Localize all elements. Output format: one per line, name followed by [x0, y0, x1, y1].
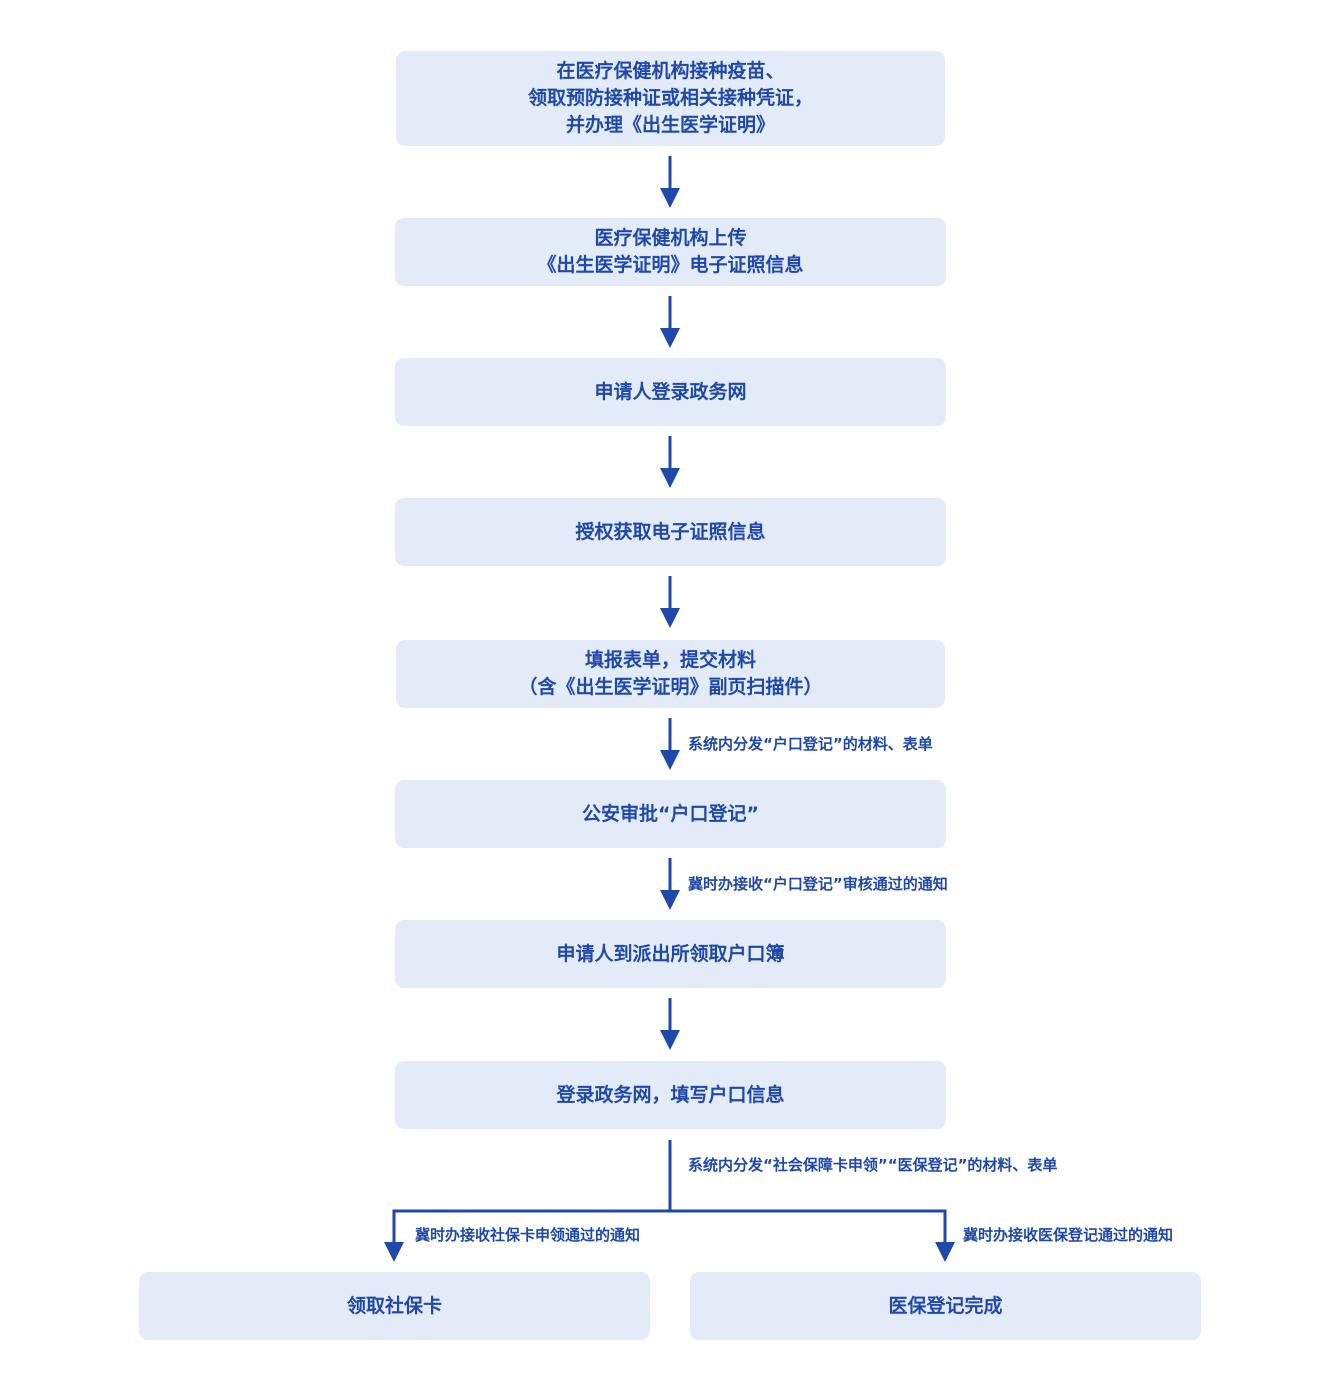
node-applicant-login-label: 申请人登录政务网 — [594, 380, 747, 403]
node-social-security-card-label: 领取社保卡 — [346, 1294, 442, 1317]
node-login-fill-hukou-label: 登录政务网，填写户口信息 — [556, 1083, 785, 1106]
branch-right-line — [670, 1209, 947, 1244]
edge-label-notify-medical: 冀时办接收医保登记通过的通知 — [963, 1226, 1174, 1244]
edge-label-dispatch-hukou: 系统内分发“户口登记”的材料、表单 — [688, 735, 933, 753]
node-upload-certificate-label: 医疗保健机构上传 《出生医学证明》电子证照信息 — [537, 227, 804, 276]
node-social-security-card: 领取社保卡 — [139, 1272, 650, 1340]
arrow-6-head — [660, 890, 680, 910]
node-fill-form: 填报表单，提交材料 （含《出生医学证明》副页扫描件） — [396, 640, 945, 708]
node-medical-insurance: 医保登记完成 — [690, 1272, 1201, 1340]
arrow-5-head — [660, 750, 680, 770]
node-applicant-login: 申请人登录政务网 — [395, 358, 946, 426]
node-collect-hukou-book: 申请人到派出所领取户口簿 — [395, 920, 946, 988]
node-medical-insurance-label: 医保登记完成 — [888, 1294, 1003, 1317]
node-authorize-certificate: 授权获取电子证照信息 — [395, 498, 946, 566]
branch-left-arrow-head — [384, 1242, 404, 1262]
arrow-4-head — [660, 608, 680, 628]
node-vaccination: 在医疗保健机构接种疫苗、 领取预防接种证或相关接种凭证， 并办理《出生医学证明》 — [396, 51, 945, 146]
node-police-approval-label: 公安审批“户口登记” — [582, 802, 759, 825]
edge-label-notify-hukou: 冀时办接收“户口登记”审核通过的通知 — [688, 875, 948, 893]
node-collect-hukou-book-label: 申请人到派出所领取户口簿 — [556, 942, 785, 965]
arrow-7-head — [660, 1030, 680, 1050]
branch-left-line — [392, 1209, 670, 1244]
branch-right-arrow-head — [935, 1242, 955, 1262]
edge-label-dispatch-social: 系统内分发“社会保障卡申领”“医保登记”的材料、表单 — [688, 1156, 1058, 1174]
node-vaccination-label: 在医疗保健机构接种疫苗、 领取预防接种证或相关接种凭证， 并办理《出生医学证明》 — [527, 60, 813, 136]
node-fill-form-label: 填报表单，提交材料 （含《出生医学证明》副页扫描件） — [518, 649, 823, 698]
arrow-1-head — [660, 188, 680, 208]
edge-label-notify-social-card: 冀时办接收社保卡申领通过的通知 — [415, 1226, 641, 1244]
node-login-fill-hukou: 登录政务网，填写户口信息 — [395, 1061, 946, 1129]
node-upload-certificate: 医疗保健机构上传 《出生医学证明》电子证照信息 — [395, 218, 946, 286]
node-authorize-certificate-label: 授权获取电子证照信息 — [575, 520, 766, 543]
arrow-3-head — [660, 468, 680, 488]
arrow-2-head — [660, 328, 680, 348]
node-police-approval: 公安审批“户口登记” — [395, 780, 946, 848]
